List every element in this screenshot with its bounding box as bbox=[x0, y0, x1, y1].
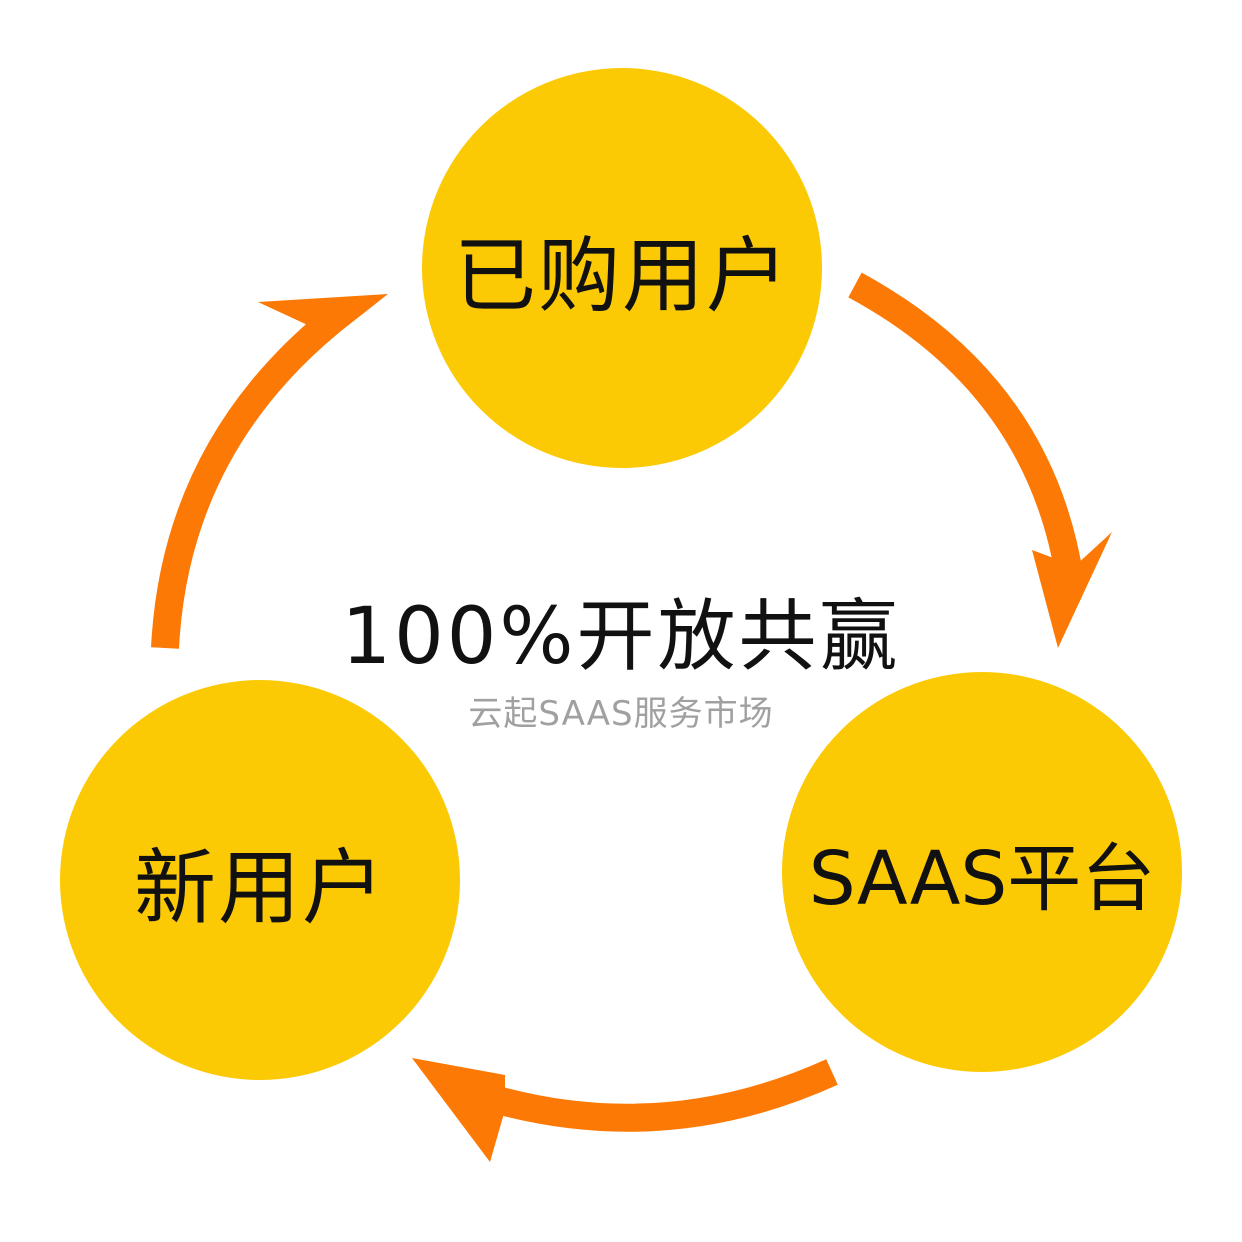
arrow-head-new-to-purchased bbox=[258, 294, 388, 368]
arrow-new-to-purchased bbox=[151, 311, 339, 649]
center-subtitle: 云起SAAS服务市场 bbox=[468, 694, 774, 734]
node-new-users: 新用户 bbox=[60, 680, 460, 1080]
node-label: SAAS平台 bbox=[808, 835, 1156, 922]
node-purchased-users: 已购用户 bbox=[422, 68, 822, 468]
arrow-head-saas-to-new bbox=[412, 1058, 505, 1162]
arrow-head-purchased-to-saas bbox=[1032, 532, 1112, 648]
node-label: 新用户 bbox=[133, 840, 386, 936]
node-saas-platform: SAAS平台 bbox=[782, 672, 1182, 1072]
arrow-purchased-to-saas bbox=[848, 272, 1084, 583]
center-title: 100%开放共赢 bbox=[341, 592, 901, 682]
arrow-saas-to-new bbox=[475, 1059, 838, 1132]
node-label: 已购用户 bbox=[453, 228, 790, 324]
